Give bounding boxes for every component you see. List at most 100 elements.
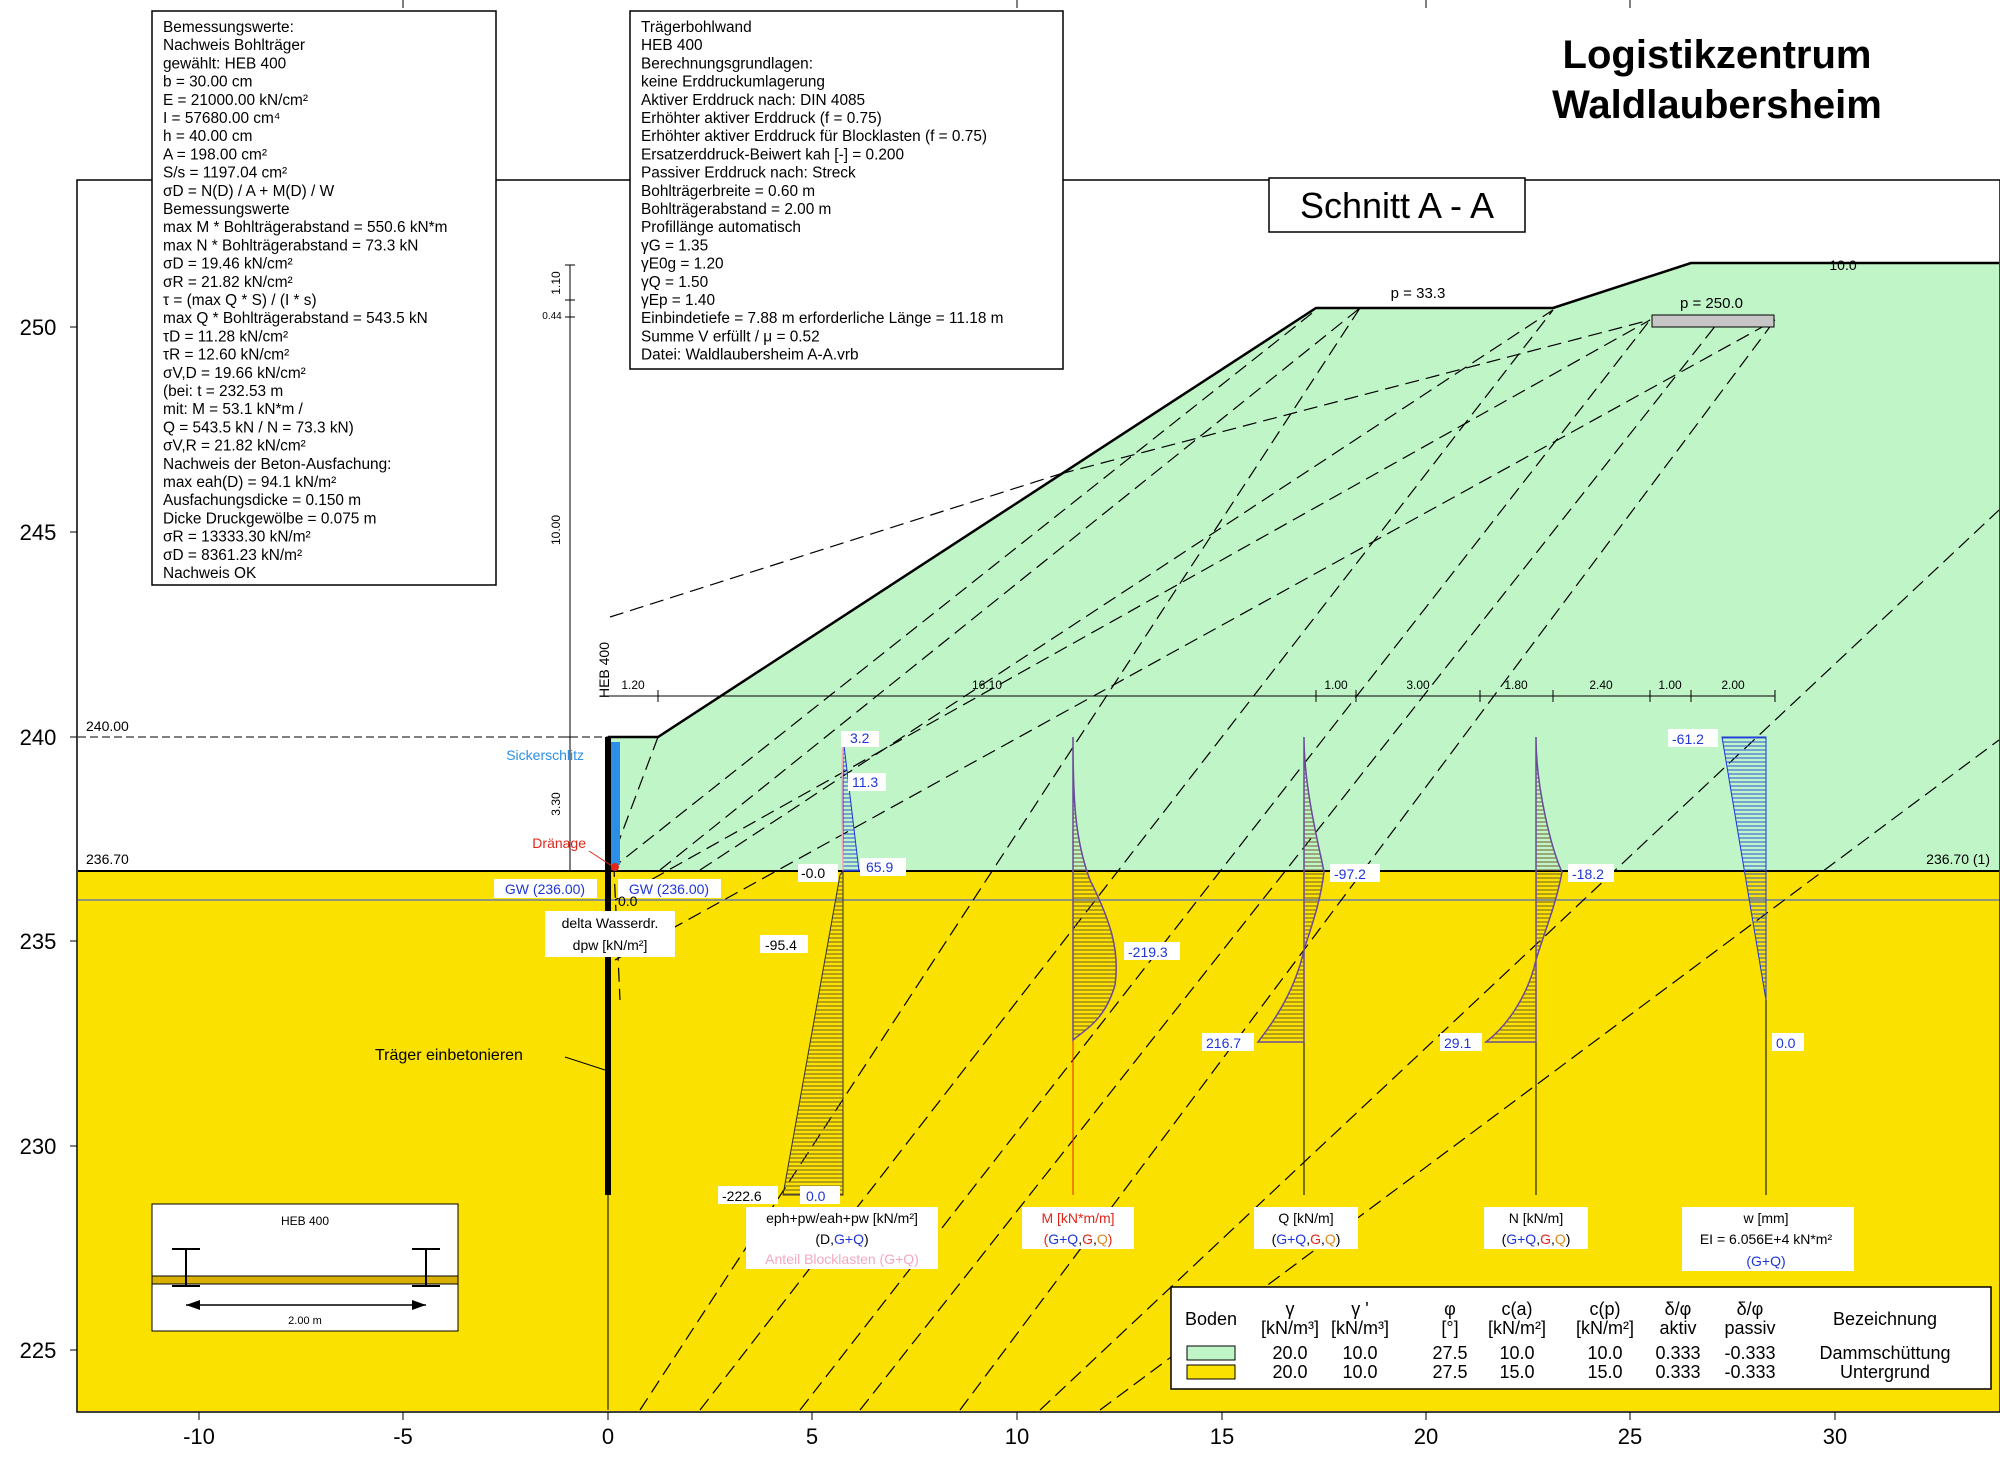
calc-basis-line: Datei: Waldlaubersheim A-A.vrb [641, 347, 859, 364]
sickerschlitz-label: Sickerschlitz [506, 747, 584, 763]
soil-header: γ ' [1351, 1299, 1368, 1319]
drainage-point [611, 863, 619, 871]
soil-cell: 20.0 [1272, 1343, 1307, 1363]
design-values-line: A = 198.00 cm² [163, 146, 267, 163]
soil-header-unit: [kN/m³] [1331, 1318, 1389, 1338]
load-p2: p = 250.0 [1680, 295, 1743, 312]
design-values-line: mit: M = 53.1 kN*m / [163, 401, 304, 418]
soil-header: δ/φ [1665, 1299, 1692, 1319]
design-values-line: (bei: t = 232.53 m [163, 383, 283, 400]
design-values-line: I = 57680.00 cm⁴ [163, 110, 280, 127]
dim-v-1: 1.10 [549, 271, 563, 295]
horizontal-dimension: 1.20 16.10 1.00 3.00 1.80 2.40 1.00 2.00… [596, 642, 1776, 702]
soil-header: c(p) [1590, 1299, 1621, 1319]
dim-h-6: 2.40 [1589, 678, 1613, 692]
pressure-v3: 65.9 [866, 859, 893, 875]
y-tick-label: 240 [20, 725, 57, 750]
dim-h-3: 1.00 [1324, 678, 1348, 692]
normal-v1: -18.2 [1572, 866, 1604, 882]
calc-basis-line: Trägerbohlwand [641, 19, 752, 36]
design-values-line: max eah(D) = 94.1 kN/m² [163, 474, 336, 491]
soil-header: φ [1444, 1299, 1456, 1319]
moment-diagram: -219.3 M [kN*m/m] (G+Q,G,Q) [1022, 736, 1180, 1249]
delta-label-bg [545, 911, 675, 957]
soil-cell: -0.333 [1724, 1362, 1775, 1382]
design-values-line: τ = (max Q * S) / (I * s) [163, 292, 317, 309]
delta-label-1: delta Wasserdr. [562, 915, 659, 931]
deflection-diagram: -61.2 0.0 w [mm] EI = 6.056E+4 kN*m² (G+… [1668, 729, 1854, 1271]
traeger-label: Träger einbetonieren [375, 1047, 523, 1064]
x-tick-label: 10 [1005, 1424, 1029, 1449]
dpw-value: 0.0 [618, 893, 638, 909]
x-tick-label: 25 [1618, 1424, 1642, 1449]
shear-diagram: -97.2 216.7 Q [kN/m] (G+Q,G,Q) [1202, 736, 1380, 1249]
y-tick-label: 245 [20, 520, 57, 545]
soil-cell: 0.333 [1655, 1362, 1700, 1382]
calc-basis-line: γQ = 1.50 [641, 274, 708, 291]
x-tick-label: 15 [1210, 1424, 1234, 1449]
design-values-line: Nachweis der Beton-Ausfachung: [163, 456, 391, 473]
calc-basis-line: Bohlträgerbreite = 0.60 m [641, 183, 815, 200]
design-values-line: Q = 543.5 kN / N = 73.3 kN) [163, 419, 354, 436]
soil-swatch [1186, 1345, 1236, 1361]
soil-cell: 20.0 [1272, 1362, 1307, 1382]
pressure-v7: 0.0 [806, 1188, 826, 1204]
section-box [1268, 177, 1526, 233]
normal-label-1: N [kN/m] [1509, 1210, 1563, 1226]
soil-cell: -0.333 [1724, 1343, 1775, 1363]
design-values-line: σR = 21.82 kN/cm² [163, 274, 293, 291]
calc-basis-line: γEp = 1.40 [641, 292, 715, 309]
fill-area [608, 263, 1999, 871]
soil-cell: 10.0 [1342, 1343, 1377, 1363]
deflection-label-1: w [mm] [1742, 1210, 1788, 1226]
moment-v1: -219.3 [1128, 944, 1168, 960]
design-values-line: Bemessungswerte: [163, 19, 294, 36]
pressure-v6: -222.6 [722, 1188, 762, 1204]
soil-cell: 0.333 [1655, 1343, 1700, 1363]
x-tick-label: -5 [393, 1424, 413, 1449]
level-top: 240.00 [86, 718, 129, 734]
design-values-line: b = 30.00 cm [163, 74, 252, 91]
loads: p = 33.3 p = 250.0 10.0 [1391, 257, 1857, 328]
design-values-line: σR = 13333.30 kN/m² [163, 529, 311, 546]
level-ground: 236.70 [86, 851, 129, 867]
calc-basis-line: γG = 1.35 [641, 237, 708, 254]
soil-header-unit: [kN/m²] [1488, 1318, 1546, 1338]
soil-cell: Dammschüttung [1819, 1343, 1950, 1363]
soil-cell: 15.0 [1499, 1362, 1534, 1382]
calc-basis-line: Profillänge automatisch [641, 219, 801, 236]
y-tick-label: 230 [20, 1134, 57, 1159]
design-values-line: σD = N(D) / A + M(D) / W [163, 183, 335, 200]
design-values-line: Bemessungswerte [163, 201, 290, 218]
deflection-label-3: (G+Q) [1746, 1253, 1785, 1269]
delta-label-2: dpw [kN/m²] [573, 937, 648, 953]
dim-v-4: 3.30 [549, 792, 563, 816]
calc-basis-line: Ersatzerddruck-Beiwert kah [-] = 0.200 [641, 146, 904, 163]
soil-header: δ/φ [1737, 1299, 1764, 1319]
normal-loadcases: (G+Q,G,Q) [1502, 1231, 1571, 1247]
vertical-dimension: 1.10 0.44 10.00 3.30 [542, 264, 575, 872]
calc-basis-line: Einbindetiefe = 7.88 m erforderliche Län… [641, 310, 1003, 327]
soil-header: Boden [1185, 1309, 1237, 1329]
top-frame-ticks [402, 0, 1631, 8]
dim-v-2: 0.44 [542, 311, 562, 322]
draenage-leader [588, 850, 613, 867]
normal-diagram: -18.2 29.1 N [kN/m] (G+Q,G,Q) [1440, 736, 1614, 1249]
design-values-line: Dicke Druckgewölbe = 0.075 m [163, 510, 376, 527]
dim-h-4: 3.00 [1406, 678, 1430, 692]
x-tick-label: 30 [1823, 1424, 1847, 1449]
y-tick-label: 235 [20, 929, 57, 954]
soil-cell: 15.0 [1587, 1362, 1622, 1382]
dim-h-7: 1.00 [1658, 678, 1682, 692]
heb-inset: HEB 400 2.00 m [151, 1203, 459, 1332]
calc-basis-line: Erhöhter aktiver Erddruck (f = 0.75) [641, 110, 882, 127]
soil-cell: 10.0 [1499, 1343, 1534, 1363]
moment-label-1: M [kN*m/m] [1041, 1210, 1114, 1226]
design-values-line: S/s = 1197.04 cm² [163, 165, 287, 182]
dim-h-1: 1.20 [621, 678, 645, 692]
project-title-1: Logistikzentrum [1563, 33, 1872, 77]
inset-title: HEB 400 [281, 1214, 329, 1228]
moment-loadcases: (G+Q,G,Q) [1044, 1231, 1113, 1247]
load-top: 10.0 [1829, 257, 1856, 273]
